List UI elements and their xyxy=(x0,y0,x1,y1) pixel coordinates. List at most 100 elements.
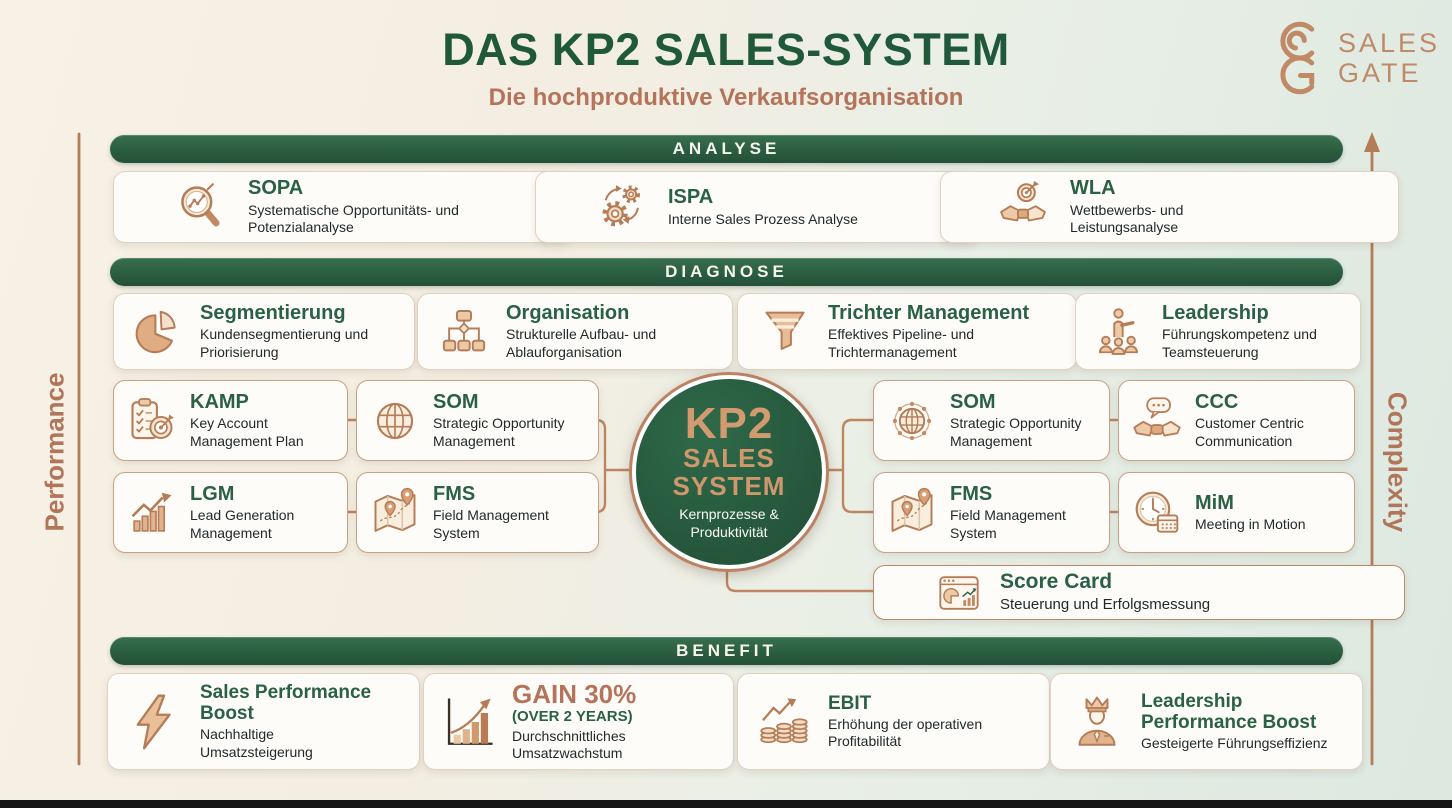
growth-bars-arrow-icon xyxy=(440,693,498,751)
card-trichter-management: Trichter Management Effektives Pipeline-… xyxy=(737,293,1077,370)
card-desc: Erhöhung der operativen Profitabilität xyxy=(828,715,983,750)
brand-logo: SALES GATE xyxy=(1258,12,1438,104)
center-subtext: Kernprozesse & Produktivität xyxy=(679,506,779,540)
card-desc: Key Account Management Plan xyxy=(190,415,304,449)
card-desc: Field Management System xyxy=(950,507,1066,541)
card-leadership-performance-boost: Leadership Performance Boost Gesteigerte… xyxy=(1050,673,1363,770)
card-text: Score Card Steuerung und Erfolgsmessung xyxy=(1000,570,1210,614)
card-wla: WLA Wettbewerbs- und Leistungsanalyse xyxy=(940,171,1399,243)
card-text: SOPA Systematische Opportunitäts- und Po… xyxy=(248,177,498,236)
card-som-left: SOM Strategic Opportunity Management xyxy=(356,380,599,461)
bar-chart-arrow-icon xyxy=(126,487,178,539)
card-title: SOM xyxy=(433,390,479,413)
org-chart-icon xyxy=(436,304,492,360)
card-segmentierung: Segmentierung Kundensegmentierung und Pr… xyxy=(113,293,415,370)
card-som-right: SOM Strategic Opportunity Management xyxy=(873,380,1110,461)
card-score-card: Score Card Steuerung und Erfolgsmessung xyxy=(873,565,1405,620)
card-desc: Strukturelle Aufbau- und Ablauforganisat… xyxy=(506,326,657,360)
card-desc: Führungskompetenz und Teamsteuerung xyxy=(1162,326,1317,360)
card-desc: Effektives Pipeline- und Trichtermanagem… xyxy=(828,326,975,360)
band-diagnose: DIAGNOSE xyxy=(110,258,1343,286)
card-ebit: EBIT Erhöhung der operativen Profitabili… xyxy=(737,673,1050,770)
globe-network-icon xyxy=(886,395,938,447)
card-sopa: SOPA Systematische Opportunitäts- und Po… xyxy=(113,171,572,243)
card-text: SOM Strategic Opportunity Management xyxy=(433,391,588,450)
card-kamp: KAMP Key Account Management Plan xyxy=(113,380,348,461)
page-title: DAS KP2 SALES-SYSTEM xyxy=(442,24,1010,75)
card-title: EBIT xyxy=(828,692,872,714)
globe-icon xyxy=(369,395,421,447)
card-title: Sales Performance Boost xyxy=(200,681,372,725)
card-text: Leadership Führungskompetenz und Teamste… xyxy=(1162,302,1337,361)
card-title: Leadership Performance Boost xyxy=(1141,690,1317,733)
brand-line2: GATE xyxy=(1338,58,1422,88)
card-text: Segmentierung Kundensegmentierung und Pr… xyxy=(200,302,380,361)
card-desc: Customer Centric Communication xyxy=(1195,415,1304,449)
card-title: Leadership xyxy=(1162,301,1269,324)
kp2-center-node: KP2 SALES SYSTEM Kernprozesse & Produkti… xyxy=(629,372,829,572)
presenter-group-icon xyxy=(1094,305,1148,359)
handshake-target-icon xyxy=(996,180,1050,234)
clipboard-target-icon xyxy=(126,395,178,447)
card-text: Leadership Performance Boost Gesteigerte… xyxy=(1141,691,1341,753)
card-text: GAIN 30% (OVER 2 YEARS) Durchschnittlich… xyxy=(512,678,687,763)
card-text: WLA Wettbewerbs- und Leistungsanalyse xyxy=(1070,177,1260,236)
card-text: KAMP Key Account Management Plan xyxy=(190,391,320,450)
card-desc: Steuerung und Erfolgsmessung xyxy=(1000,595,1211,613)
pie-chart-icon xyxy=(130,304,186,360)
card-subtitle: (OVER 2 YEARS) xyxy=(512,708,633,726)
card-desc: Durchschnittliches Umsatzwachstum xyxy=(512,727,626,761)
card-title: ISPA xyxy=(668,186,714,209)
card-desc: Interne Sales Prozess Analyse xyxy=(668,210,858,227)
card-title: Trichter Management xyxy=(828,301,1030,324)
sales-gate-monogram-icon xyxy=(1258,18,1338,98)
coins-arrow-icon xyxy=(756,694,812,750)
card-text: EBIT Erhöhung der operativen Profitabili… xyxy=(828,693,1008,751)
card-organisation: Organisation Strukturelle Aufbau- und Ab… xyxy=(417,293,733,370)
arrow-up-icon xyxy=(1364,132,1380,152)
card-fms-right: FMS Field Management System xyxy=(873,472,1110,553)
card-desc: Wettbewerbs- und Leistungsanalyse xyxy=(1070,201,1184,236)
card-title: FMS xyxy=(950,482,993,505)
center-line1: KP2 xyxy=(684,398,774,448)
funnel-icon xyxy=(758,305,812,359)
card-desc: Meeting in Motion xyxy=(1195,516,1306,533)
center-line3: SYSTEM xyxy=(672,471,786,502)
card-text: MiM Meeting in Motion xyxy=(1195,492,1354,534)
card-title: GAIN 30% xyxy=(512,678,637,709)
card-title: LGM xyxy=(190,482,235,505)
brand-line1: SALES xyxy=(1338,27,1441,58)
card-title: WLA xyxy=(1070,177,1116,200)
card-title: Organisation xyxy=(506,301,630,324)
card-ccc: CCC Customer Centric Communication xyxy=(1118,380,1355,461)
dashboard-chart-icon xyxy=(936,570,982,616)
clock-calendar-icon xyxy=(1131,487,1183,539)
card-text: SOM Strategic Opportunity Management xyxy=(950,391,1105,450)
gears-icon xyxy=(594,180,648,234)
lightning-icon xyxy=(126,693,184,751)
card-text: ISPA Interne Sales Prozess Analyse xyxy=(668,186,858,228)
card-text: FMS Field Management System xyxy=(950,483,1100,542)
card-title: Score Card xyxy=(1000,570,1113,594)
complexity-axis-label: Complexity xyxy=(1382,391,1413,533)
card-text: LGM Lead Generation Management xyxy=(190,483,320,542)
card-desc: Gesteigerte Führungseffizienz xyxy=(1141,735,1328,752)
card-ispa: ISPA Interne Sales Prozess Analyse xyxy=(535,171,980,243)
card-desc: Strategic Opportunity Management xyxy=(433,415,565,449)
card-text: FMS Field Management System xyxy=(433,483,583,542)
card-title: SOPA xyxy=(248,177,304,200)
card-desc: Field Management System xyxy=(433,507,549,541)
card-desc: Nachhaltige Umsatzsteigerung xyxy=(200,726,313,760)
page-subtitle: Die hochproduktive Verkaufsorganisation xyxy=(488,84,964,111)
card-text: CCC Customer Centric Communication xyxy=(1195,391,1340,450)
card-desc: Strategic Opportunity Management xyxy=(950,415,1082,449)
card-text: Sales Performance Boost Nachhaltige Umsa… xyxy=(200,682,385,761)
kp2-center-inner: KP2 SALES SYSTEM Kernprozesse & Produkti… xyxy=(636,379,822,565)
magnifier-chart-icon xyxy=(174,180,228,234)
crown-person-icon xyxy=(1069,694,1125,750)
map-pins-icon xyxy=(369,487,421,539)
card-title: SOM xyxy=(950,390,996,413)
card-title: CCC xyxy=(1195,390,1239,413)
card-text: Trichter Management Effektives Pipeline-… xyxy=(828,302,1038,361)
